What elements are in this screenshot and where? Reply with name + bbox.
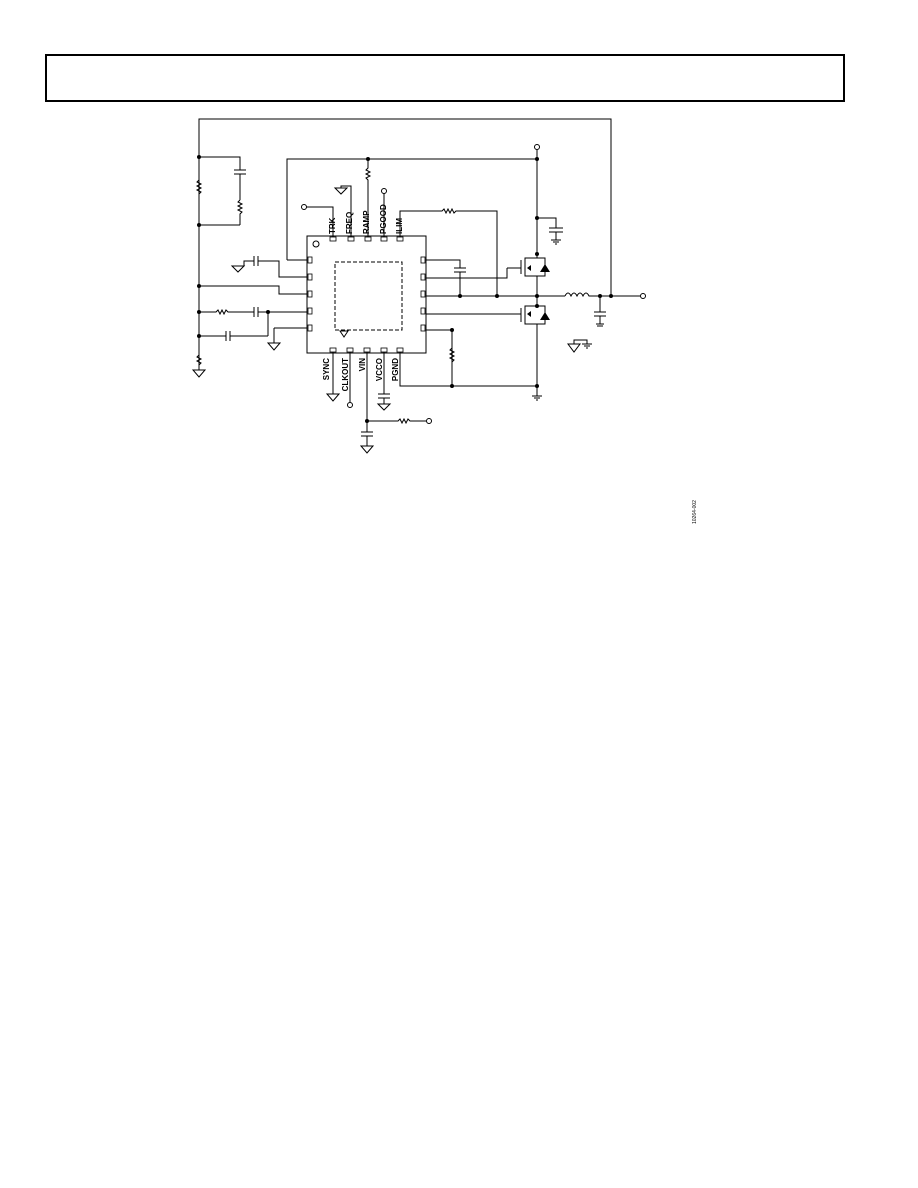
wiring <box>191 118 646 454</box>
pin-label-vcco: VCCO <box>375 358 384 381</box>
exposed-pad <box>334 261 403 331</box>
ic-package <box>306 235 427 354</box>
ic-body <box>306 235 427 354</box>
junction-dots <box>197 155 613 423</box>
top-pin-labels: TRK FREQ RAMP PGOOD ILIM <box>328 204 404 234</box>
header-frame <box>45 54 845 102</box>
pin-label-pgnd: PGND <box>391 358 400 381</box>
pin-label-sync: SYNC <box>322 358 331 380</box>
pin1-marker <box>312 240 320 248</box>
bottom-pin-labels: SYNC CLKOUT VIN VCCO PGND <box>322 358 400 392</box>
pin-label-freq: FREQ <box>345 212 354 234</box>
pin-label-vin: VIN <box>358 358 367 372</box>
pin-label-clkout: CLKOUT <box>341 358 350 391</box>
figure-id: 10264-002 <box>692 500 698 524</box>
pin-label-ramp: RAMP <box>362 210 371 234</box>
